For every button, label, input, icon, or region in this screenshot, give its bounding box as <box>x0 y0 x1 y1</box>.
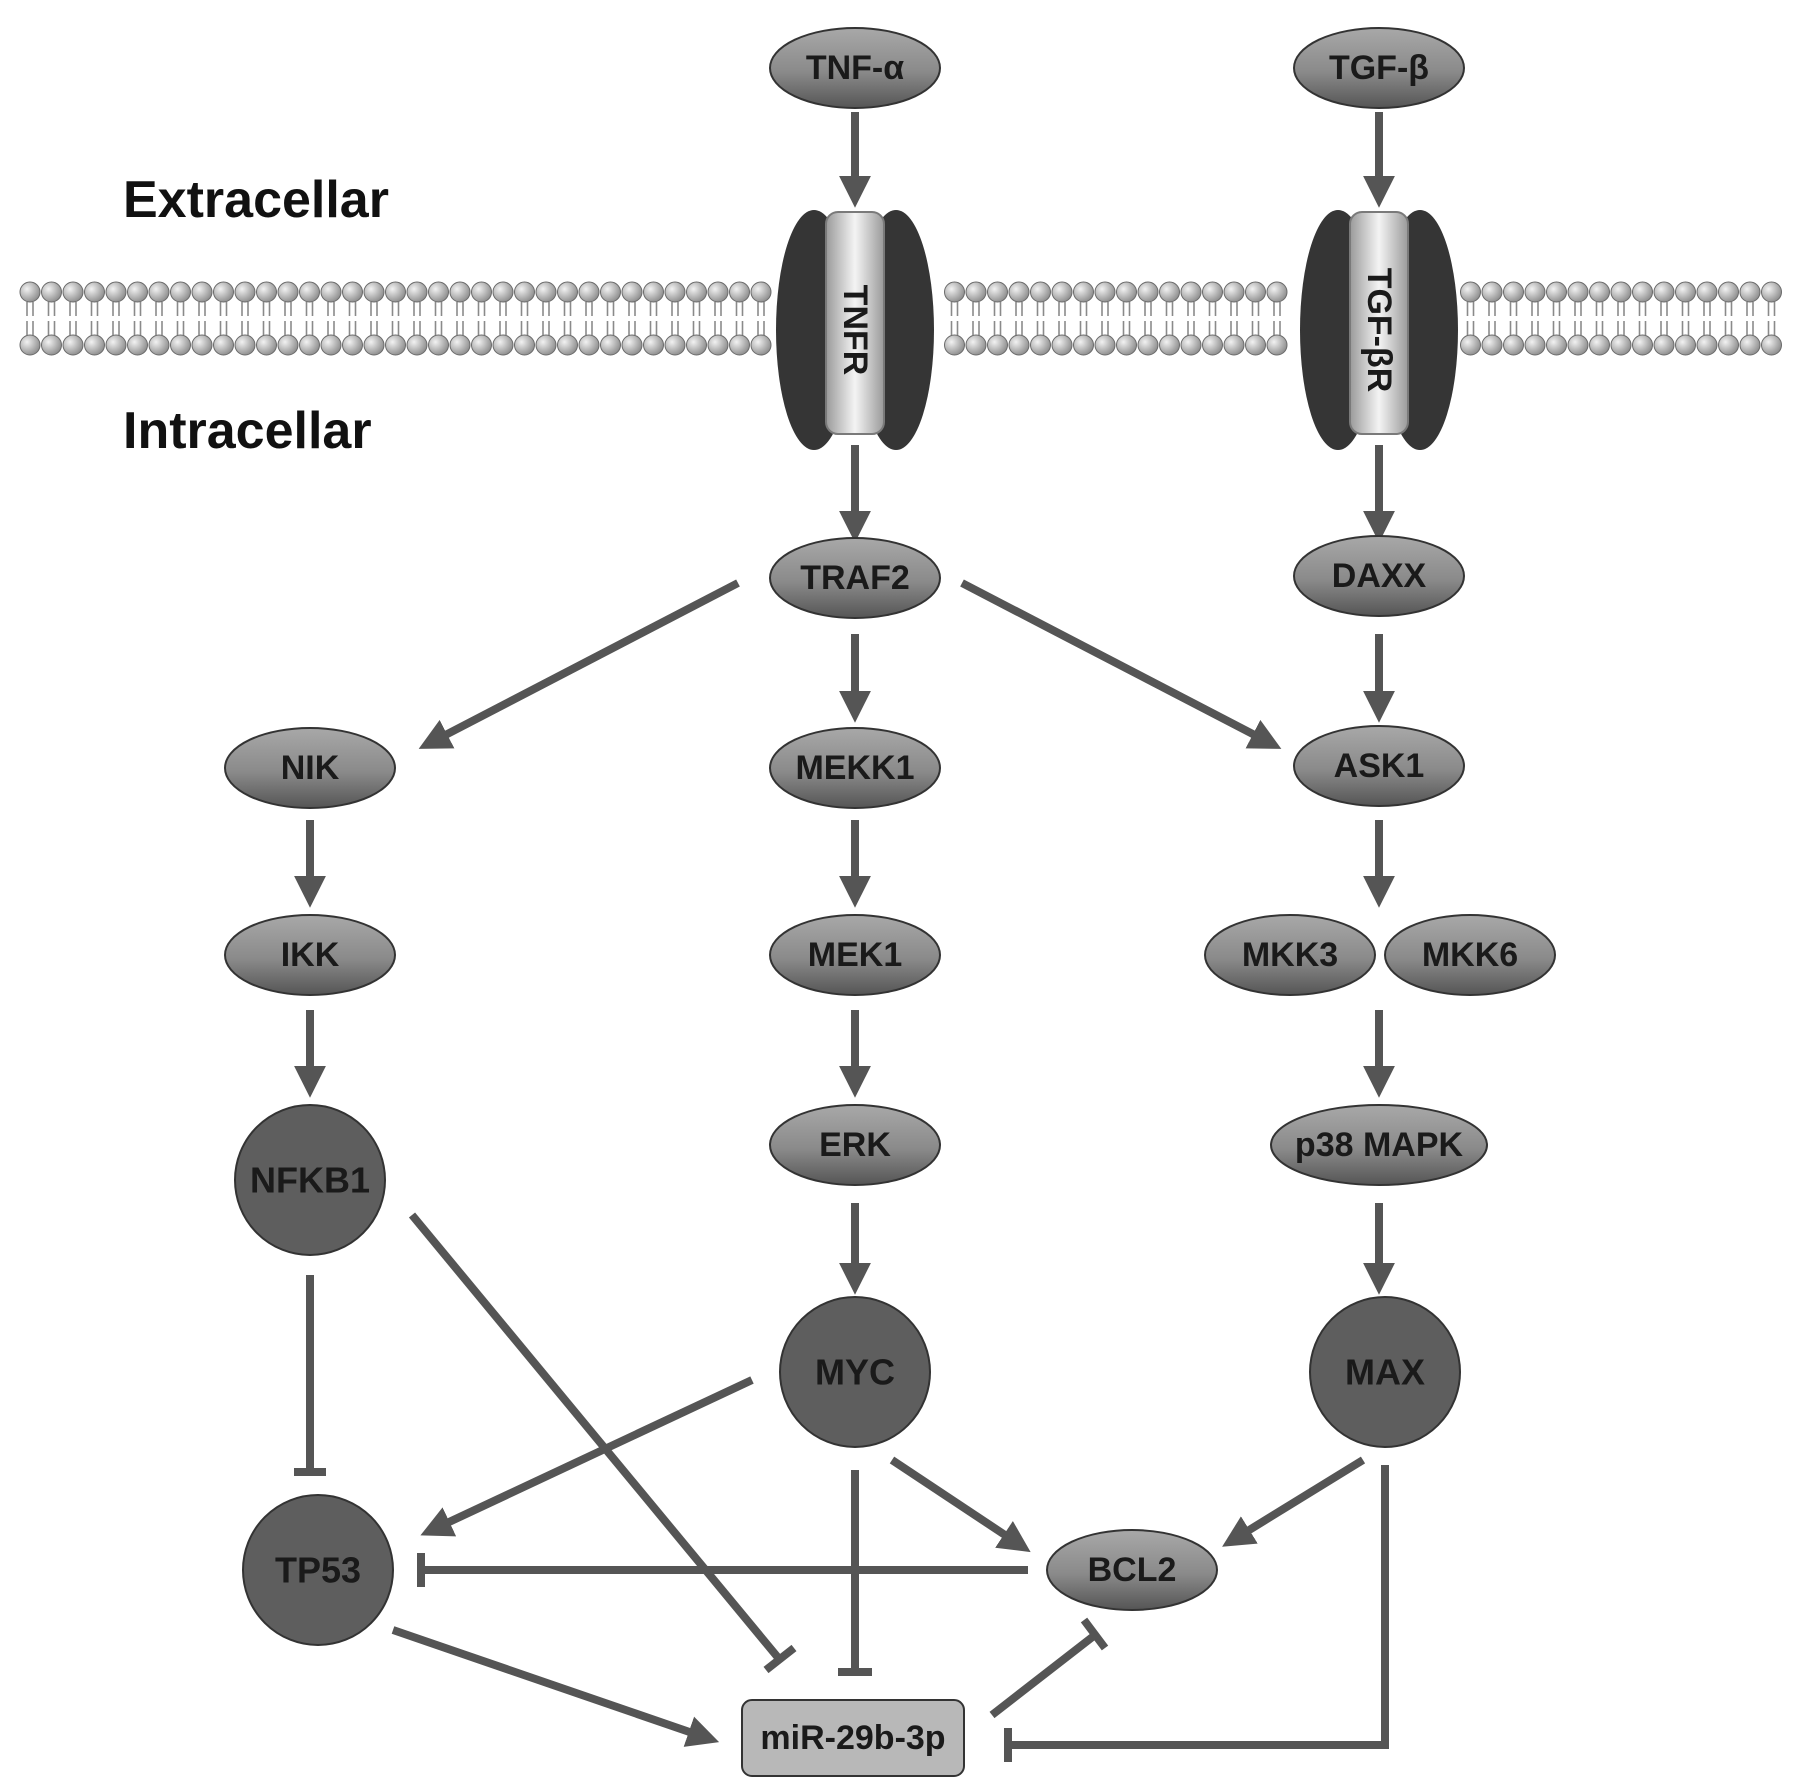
cell-membrane <box>19 281 1782 356</box>
inhibit-nfkb1-mir <box>408 1212 784 1663</box>
erk-node: ERK <box>769 1104 941 1186</box>
ask1-node: ASK1 <box>1293 725 1465 807</box>
tgfbr-receptor: TGF-βR <box>1300 210 1458 450</box>
traf2-label: TRAF2 <box>800 559 910 597</box>
bcl2-node: BCL2 <box>1046 1529 1218 1611</box>
mir-label: miR-29b-3p <box>760 1719 945 1757</box>
tnfr-receptor: TNFR <box>776 210 934 450</box>
tgfb-node: TGF-β <box>1293 27 1465 109</box>
inhibit-max-mir <box>1010 1465 1389 1749</box>
max-node: MAX <box>1309 1296 1461 1448</box>
mir-node: miR-29b-3p <box>741 1699 965 1777</box>
extracellular-label: Extracellar <box>123 171 389 229</box>
mkk3-label: MKK3 <box>1242 936 1338 974</box>
ikk-label: IKK <box>281 936 340 974</box>
tp53-node: TP53 <box>242 1494 394 1646</box>
nik-node: NIK <box>224 727 396 809</box>
ikk-node: IKK <box>224 914 396 996</box>
mek1-label: MEK1 <box>808 936 902 974</box>
arrow-max-bcl2 <box>1222 1456 1366 1547</box>
mek1-node: MEK1 <box>769 914 941 996</box>
erk-label: ERK <box>819 1126 891 1164</box>
traf2-node: TRAF2 <box>769 537 941 619</box>
p38mapk-node: p38 MAPK <box>1270 1104 1488 1186</box>
daxx-label: DAXX <box>1332 557 1427 595</box>
tnfa-label: TNF-α <box>806 49 904 87</box>
mkk3-node: MKK3 <box>1204 914 1376 996</box>
mkk6-node: MKK6 <box>1384 914 1556 996</box>
tnfr-label: TNFR <box>836 285 874 376</box>
intracellular-label: Intracellar <box>123 402 372 460</box>
tp53-label: TP53 <box>275 1550 361 1591</box>
nfkb1-node: NFKB1 <box>234 1104 386 1256</box>
myc-label: MYC <box>815 1352 895 1393</box>
mkk6-label: MKK6 <box>1422 936 1518 974</box>
myc-node: MYC <box>779 1296 931 1448</box>
nfkb1-label: NFKB1 <box>250 1160 370 1201</box>
inhibit-mir-bcl2 <box>989 1631 1098 1719</box>
tgfb-label: TGF-β <box>1329 49 1429 87</box>
bcl2-label: BCL2 <box>1088 1551 1177 1589</box>
mekk1-label: MEKK1 <box>795 749 914 787</box>
daxx-node: DAXX <box>1293 535 1465 617</box>
activation-arrows <box>294 112 1395 1747</box>
nik-label: NIK <box>281 749 340 787</box>
arrow-tp53-mir <box>391 1626 720 1747</box>
arrow-myc-tp53 <box>420 1376 754 1537</box>
p38mapk-label: p38 MAPK <box>1295 1126 1464 1164</box>
mekk1-node: MEKK1 <box>769 727 941 809</box>
tnfa-node: TNF-α <box>769 27 941 109</box>
tgfbr-label: TGF-βR <box>1360 268 1398 393</box>
arrow-myc-bcl2 <box>889 1456 1031 1553</box>
arrow-traf2-nik <box>418 579 740 749</box>
ask1-label: ASK1 <box>1334 747 1425 785</box>
inhibition-edges <box>294 1212 1389 1762</box>
max-label: MAX <box>1345 1352 1425 1393</box>
arrow-traf2-ask1 <box>960 579 1282 749</box>
